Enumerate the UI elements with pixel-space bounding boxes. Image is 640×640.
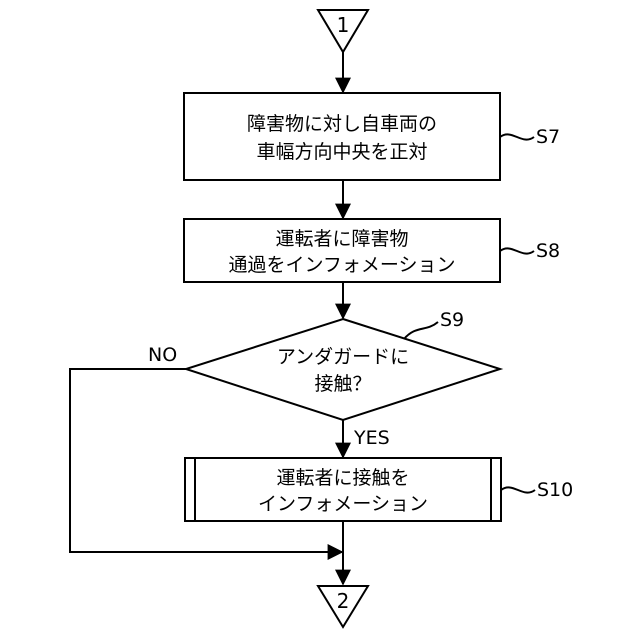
step-s9-line1: アンダガードに [277, 346, 409, 368]
step-s7: 障害物に対し自車両の 車幅方向中央を正対 S7 [184, 93, 560, 180]
step-s10-label: S10 [537, 479, 573, 501]
step-s9-line2: 接触？ [314, 373, 371, 395]
step-s9-leader [404, 322, 438, 339]
step-s10-line2: インフォメーション [258, 493, 428, 515]
step-s10-leader [501, 487, 535, 492]
step-s7-line2: 車幅方向中央を正対 [256, 141, 427, 163]
step-s9-no-label: NO [148, 344, 177, 366]
step-s7-label: S7 [536, 126, 560, 148]
step-s8: 運転者に障害物 通過をインフォメーション S8 [184, 219, 560, 282]
step-s7-leader [500, 134, 534, 139]
step-s9: アンダガードに 接触？ S9 NO YES [148, 309, 500, 449]
end-connector-label: 2 [337, 589, 350, 613]
step-s7-box [184, 93, 500, 180]
end-connector: 2 [318, 586, 368, 627]
step-s9-yes-label: YES [353, 427, 390, 449]
step-s10-line1: 運転者に接触を [276, 467, 409, 489]
start-connector-label: 1 [337, 13, 350, 37]
step-s10: 運転者に接触を インフォメーション S10 [185, 458, 573, 521]
step-s8-leader [500, 248, 534, 253]
step-s8-label: S8 [536, 240, 560, 262]
step-s8-line1: 運転者に障害物 [275, 228, 408, 250]
step-s9-label: S9 [440, 309, 464, 331]
step-s8-line2: 通過をインフォメーション [228, 254, 455, 276]
step-s7-line1: 障害物に対し自車両の [247, 113, 437, 135]
start-connector: 1 [318, 10, 368, 52]
step-s9-diamond [186, 319, 500, 420]
